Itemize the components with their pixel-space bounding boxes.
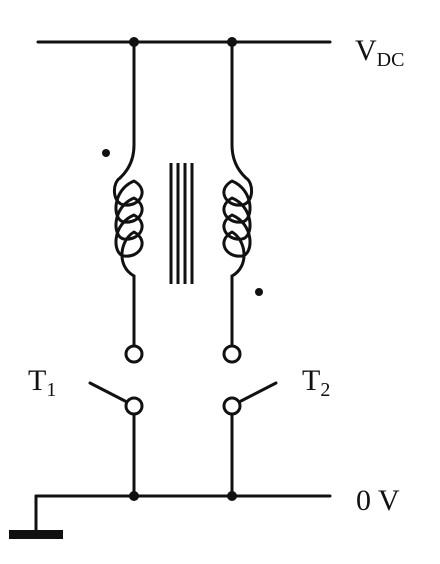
switch-2-top-terminal [222,344,242,364]
left-polarity-dot [102,149,110,157]
right-polarity-dot [255,288,263,296]
supply-label: VDC [355,34,404,71]
switch-2-label: T2 [302,364,330,401]
left-winding-lead-top [118,40,136,180]
ground-symbol [9,530,63,539]
switch-1-label: T1 [28,364,56,401]
ground-label: 0 V [356,484,400,517]
right-winding-coil [222,176,253,278]
ground-junction-right [227,491,237,501]
ground-junction-left [129,491,139,501]
switch-1-top-terminal [124,344,144,364]
left-winding-coil [113,176,144,278]
right-winding-lead-top [230,40,248,180]
switch-1-blade [88,381,127,403]
switch-2-blade [239,381,278,403]
switch-1-bottom-terminal [124,396,144,416]
switch-2-bottom-terminal [222,396,242,416]
